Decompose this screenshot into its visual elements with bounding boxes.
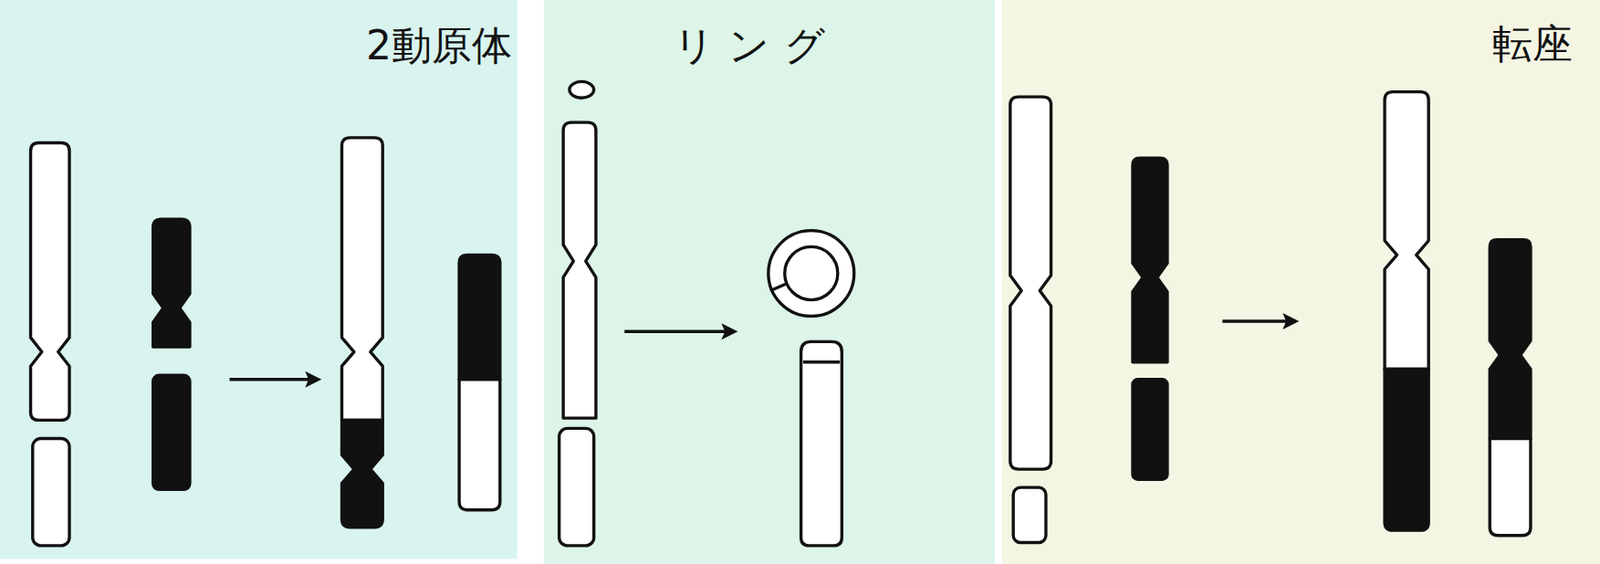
chromosome: [1384, 92, 1429, 370]
arrow-head: [305, 372, 321, 387]
ring-chromosome: [768, 230, 855, 317]
chromosome: [1489, 240, 1531, 440]
chromosome: [1384, 369, 1429, 532]
chromosome: [342, 419, 384, 527]
chromosome-fragment: [803, 360, 840, 364]
chromosome-fragment: [153, 375, 190, 490]
chromosome: [459, 254, 501, 379]
arrow-head: [722, 324, 738, 339]
aberration-panel: リング: [543, 0, 995, 564]
chromosome: [31, 142, 70, 420]
reaction-arrow: [1222, 319, 1288, 323]
chromosome: [342, 137, 384, 421]
panel-heading: 2動原体: [0, 21, 518, 71]
panel-heading: 転座: [1002, 20, 1600, 69]
chromosome: [1010, 96, 1052, 470]
chromosome-fragment: [801, 341, 843, 546]
panel-heading: リング: [543, 21, 995, 71]
chromosome-fragment: [559, 428, 595, 546]
chromosome-fragment: [569, 81, 595, 98]
ring-chromosome: [770, 283, 787, 292]
chromosome: [153, 219, 190, 347]
aberration-panel: 転座: [1002, 0, 1600, 564]
chromosome-fragment: [1013, 487, 1046, 543]
chromosome: [459, 379, 501, 511]
ring-chromosome: [784, 246, 838, 300]
chromosome-fragment: [32, 439, 70, 546]
arrow-head: [1283, 313, 1298, 329]
aberration-panel: 2動原体: [0, 0, 518, 559]
chromosome: [563, 122, 597, 419]
reaction-arrow: [230, 377, 311, 381]
panel-ground: [543, 0, 995, 564]
panel-ground: [0, 0, 518, 559]
chromosome: [1132, 157, 1168, 363]
panel-ground: [1002, 0, 1600, 564]
reaction-arrow: [624, 330, 727, 334]
chromosome: [1489, 439, 1531, 536]
chromosome-fragment: [1132, 379, 1168, 481]
